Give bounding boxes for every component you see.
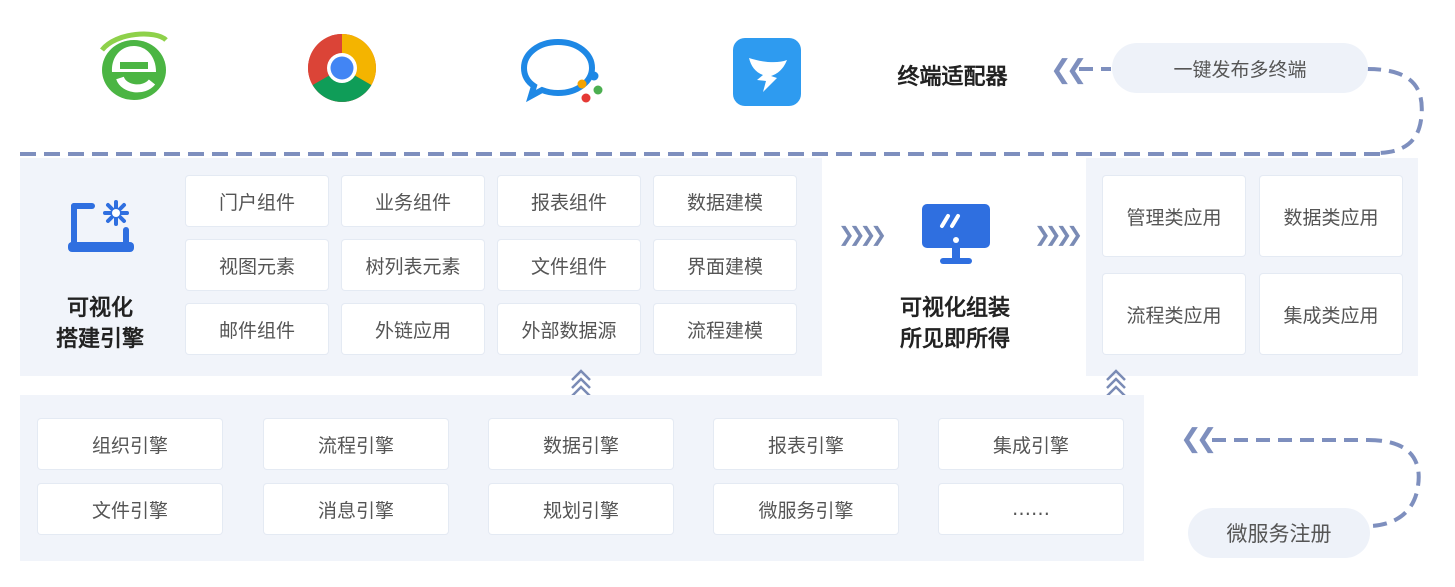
- engine-cell[interactable]: 流程引擎: [264, 419, 448, 469]
- engine-cell[interactable]: 文件引擎: [38, 484, 222, 534]
- up-arrows-icon: [1104, 366, 1128, 402]
- engine-cell[interactable]: 组织引擎: [38, 419, 222, 469]
- dingtalk-icon: [733, 38, 801, 106]
- right-arrows-icon: ❯❯❯❯: [838, 222, 887, 246]
- laptop-gear-icon: [66, 198, 138, 260]
- ie-browser-icon: [98, 28, 170, 108]
- component-cell[interactable]: 视图元素: [186, 240, 328, 290]
- right-arrows-icon: ❯❯❯❯: [1034, 222, 1083, 246]
- app-cell[interactable]: 集成类应用: [1260, 274, 1402, 354]
- microservice-connector: [1212, 438, 1421, 528]
- engine-cell[interactable]: 微服务引擎: [714, 484, 898, 534]
- component-cell[interactable]: 界面建模: [654, 240, 796, 290]
- chrome-browser-icon: [306, 32, 378, 104]
- left-arrows-icon: ❮❮: [1180, 424, 1217, 454]
- component-cell[interactable]: 门户组件: [186, 176, 328, 226]
- divider-dashed-line: [20, 152, 1380, 156]
- monitor-icon: [920, 202, 992, 268]
- component-cell[interactable]: 数据建模: [654, 176, 796, 226]
- microservice-register-pill[interactable]: 微服务注册: [1188, 508, 1370, 558]
- publish-multi-terminal-pill[interactable]: 一键发布多终端: [1112, 43, 1368, 93]
- assembly-line2: 所见即所得: [899, 327, 1010, 352]
- engine-title-line1: 可视化: [66, 296, 133, 321]
- wecom-icon: [520, 36, 610, 106]
- component-cell[interactable]: 文件组件: [498, 240, 640, 290]
- component-cell[interactable]: 报表组件: [498, 176, 640, 226]
- engine-cell[interactable]: 集成引擎: [939, 419, 1123, 469]
- component-cell[interactable]: 业务组件: [342, 176, 484, 226]
- assembly-line1: 可视化组装: [899, 296, 1010, 321]
- terminal-adapter-label: 终端适配器: [897, 65, 1008, 90]
- publish-connector: [1079, 67, 1424, 155]
- app-cell[interactable]: 管理类应用: [1103, 176, 1245, 256]
- component-cell[interactable]: 外链应用: [342, 304, 484, 354]
- engine-cell[interactable]: 规划引擎: [489, 484, 673, 534]
- component-cell[interactable]: 树列表元素: [342, 240, 484, 290]
- engine-cell[interactable]: 消息引擎: [264, 484, 448, 534]
- component-cell[interactable]: 流程建模: [654, 304, 796, 354]
- app-cell[interactable]: 数据类应用: [1260, 176, 1402, 256]
- engine-cell[interactable]: 报表引擎: [714, 419, 898, 469]
- component-cell[interactable]: 邮件组件: [186, 304, 328, 354]
- engine-title-line2: 搭建引擎: [55, 327, 144, 352]
- engine-cell[interactable]: ……: [939, 484, 1123, 534]
- app-cell[interactable]: 流程类应用: [1103, 274, 1245, 354]
- engine-cell[interactable]: 数据引擎: [489, 419, 673, 469]
- component-cell[interactable]: 外部数据源: [498, 304, 640, 354]
- up-arrows-icon: [569, 366, 593, 402]
